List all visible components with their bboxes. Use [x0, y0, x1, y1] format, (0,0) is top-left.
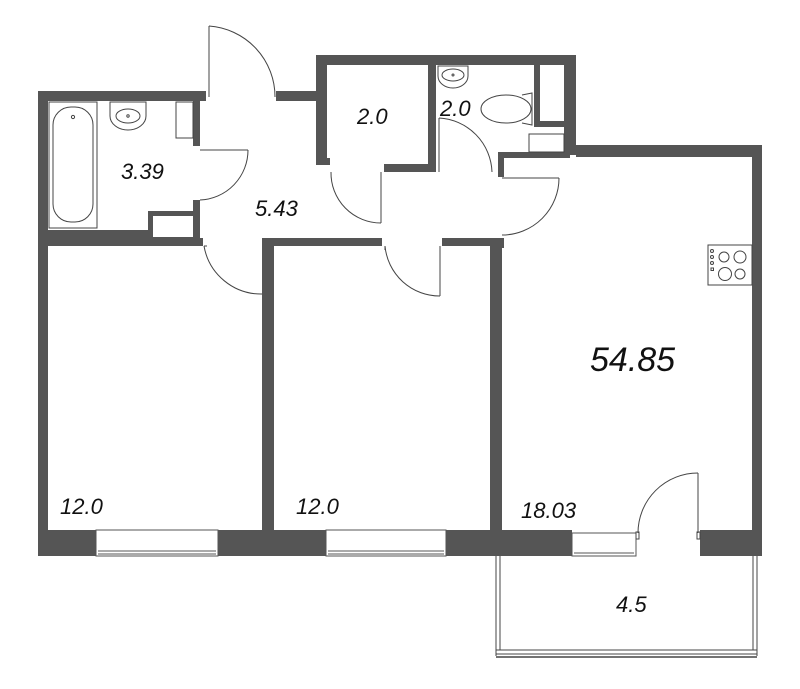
toilet-door[interactable]: [438, 117, 493, 173]
sink-icon: [109, 101, 147, 131]
stove-icon: [707, 244, 753, 286]
bedroom-1-area-label: 12.0: [60, 494, 103, 519]
storage-door[interactable]: [330, 171, 382, 224]
bathroom-door[interactable]: [199, 149, 249, 201]
windows: [95, 529, 637, 557]
toilet-sink-icon: [437, 65, 469, 89]
toilet-shaft-box: [528, 133, 565, 153]
hallway-area-label: 5.43: [255, 196, 298, 221]
balcony-door[interactable]: [635, 472, 701, 540]
bedroom-1-door[interactable]: [203, 245, 263, 295]
balcony-area-label: 4.5: [616, 592, 647, 617]
total-area-label: 54.85: [590, 341, 676, 379]
entrance-door[interactable]: [208, 25, 276, 98]
toilet-icon: [480, 92, 533, 126]
balcony-outline: [495, 556, 758, 658]
bathroom-area-label: 3.39: [121, 159, 164, 184]
bathtub-icon: [48, 101, 98, 229]
doors: [199, 25, 701, 540]
storage-area-label: 2.0: [357, 104, 388, 129]
walls: [38, 55, 762, 556]
kitchen-door[interactable]: [501, 177, 560, 236]
kitchen-area-label: 18.03: [521, 498, 577, 523]
bedroom-2-area-label: 12.0: [296, 494, 339, 519]
bathroom-cabinet: [175, 101, 194, 139]
toilet-area-label: 2.0: [440, 96, 471, 121]
bedroom-2-door[interactable]: [384, 245, 441, 297]
